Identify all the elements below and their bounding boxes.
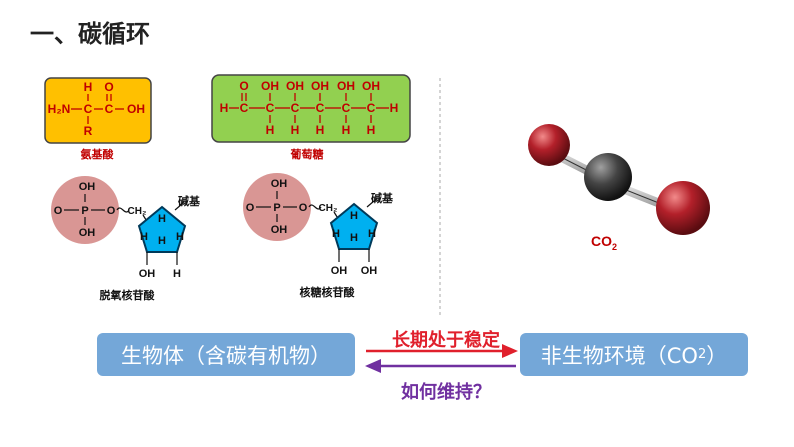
svg-text:H: H	[266, 123, 275, 137]
aa-h-top: H	[84, 80, 93, 94]
amino-acid-box	[44, 77, 152, 144]
svg-text:P: P	[273, 202, 280, 214]
svg-text:O: O	[107, 205, 116, 217]
aa-c2: C	[105, 102, 114, 116]
deoxyribonucleotide-label: 脱氧核苷酸	[100, 288, 156, 302]
page-title: 一、碳循环	[30, 20, 150, 48]
oxygen-atom-2	[656, 181, 710, 235]
co2-molecule-model	[528, 124, 710, 235]
svg-text:O: O	[239, 79, 248, 93]
ribonucleotide-structure: OH O P O OH CH₂ 碱基 H H H H OH OH	[243, 173, 394, 277]
svg-text:H: H	[332, 228, 340, 240]
svg-text:C: C	[240, 101, 249, 115]
svg-text:O: O	[299, 202, 308, 214]
aa-h2n: H₂N	[48, 102, 71, 116]
svg-text:OH: OH	[271, 178, 288, 190]
svg-text:C: C	[316, 101, 325, 115]
svg-text:H: H	[158, 235, 166, 247]
pentose-ring-1	[137, 205, 187, 253]
deoxyribonucleotide-structure: OH O P O OH CH₂ 碱基 H H H H OH H	[51, 176, 201, 280]
svg-text:CH₂: CH₂	[319, 203, 338, 214]
aa-o-top: O	[104, 80, 113, 94]
svg-text:OH: OH	[311, 79, 329, 93]
organism-box: 生物体（含碳有机物）	[97, 333, 355, 376]
svg-text:C: C	[266, 101, 275, 115]
svg-text:碱基: 碱基	[371, 191, 394, 205]
svg-text:C: C	[291, 101, 300, 115]
phosphate-circle-2	[243, 173, 311, 241]
svg-text:OH: OH	[362, 79, 380, 93]
svg-text:OH: OH	[361, 265, 378, 277]
maintain-question: 如何维持？	[401, 382, 491, 403]
svg-text:H: H	[368, 228, 376, 240]
svg-text:OH: OH	[331, 265, 348, 277]
amino-acid-structure: H O H₂N C C OH R	[44, 77, 152, 144]
aa-c1: C	[84, 102, 93, 116]
svg-text:H: H	[316, 123, 325, 137]
svg-text:H: H	[367, 123, 376, 137]
svg-text:C: C	[342, 101, 351, 115]
carbon-atom	[584, 153, 632, 201]
glucose-label: 葡萄糖	[290, 147, 324, 161]
return-arrow	[365, 359, 516, 373]
svg-text:H: H	[173, 268, 181, 280]
svg-text:OH: OH	[261, 79, 279, 93]
glucose-structure: O OH OH OH OH OH H C C C C C C H H H H H…	[211, 74, 411, 143]
svg-text:H: H	[220, 101, 229, 115]
svg-text:CH₂: CH₂	[128, 206, 147, 217]
svg-text:H: H	[291, 123, 300, 137]
stable-arrow	[366, 344, 518, 358]
svg-text:H: H	[140, 231, 148, 243]
svg-text:OH: OH	[271, 224, 288, 236]
svg-text:H: H	[158, 213, 166, 225]
ribonucleotide-label: 核糖核苷酸	[300, 285, 356, 299]
svg-text:H: H	[176, 231, 184, 243]
oxygen-atom-1	[528, 124, 570, 166]
co2-label: CO2	[591, 233, 617, 252]
svg-text:H: H	[350, 232, 358, 244]
svg-text:H: H	[390, 101, 399, 115]
svg-text:H: H	[342, 123, 351, 137]
phosphate-circle-1	[51, 176, 119, 244]
amino-acid-label: 氨基酸	[81, 147, 115, 161]
svg-text:C: C	[367, 101, 376, 115]
aa-r: R	[84, 124, 93, 138]
svg-text:OH: OH	[286, 79, 304, 93]
svg-text:OH: OH	[139, 268, 156, 280]
svg-text:OH: OH	[79, 227, 96, 239]
svg-text:OH: OH	[79, 181, 96, 193]
svg-text:OH: OH	[337, 79, 355, 93]
pentose-ring-2	[329, 202, 379, 250]
svg-text:O: O	[246, 202, 255, 214]
svg-text:P: P	[81, 205, 88, 217]
svg-text:碱基: 碱基	[178, 194, 201, 208]
stable-label: 长期处于稳定	[392, 330, 500, 351]
aa-oh: OH	[127, 102, 145, 116]
svg-text:O: O	[54, 205, 63, 217]
svg-text:H: H	[350, 210, 358, 222]
